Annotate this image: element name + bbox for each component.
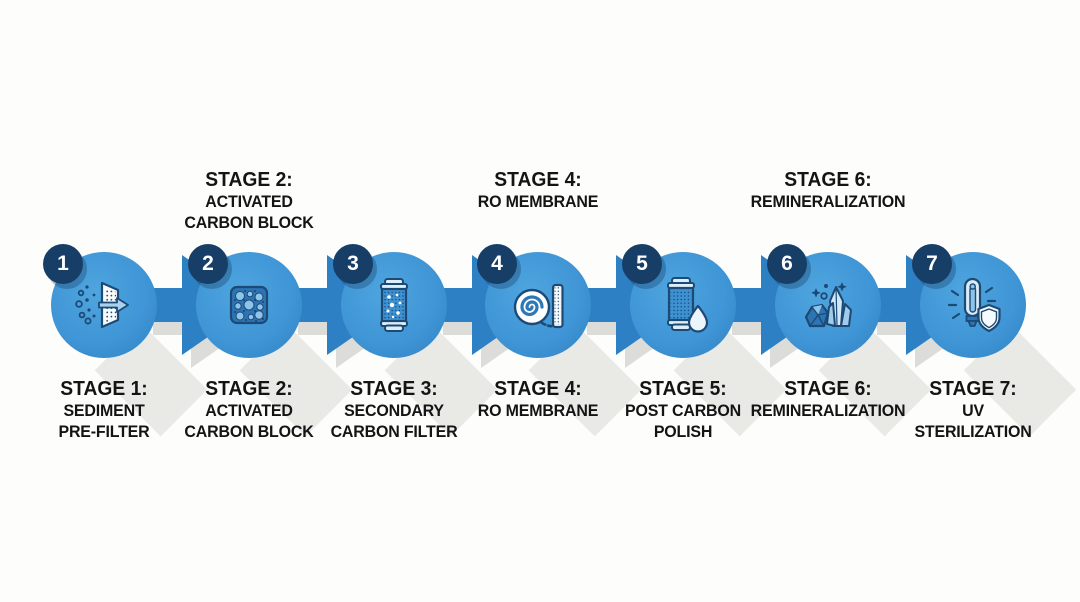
stage-subtitle: RO MEMBRANE (477, 401, 599, 420)
stage-2-circle (196, 252, 302, 358)
stage-number: 3 (347, 252, 359, 275)
activated-carbon-block-icon (229, 285, 269, 325)
stage-title: STAGE 2: (205, 377, 293, 400)
stage-number: 2 (202, 252, 214, 275)
ro-membrane-icon (513, 283, 564, 329)
stage-number: 5 (636, 252, 648, 275)
stage-title: STAGE 7: (929, 377, 1017, 400)
bottom-label-stage-5: STAGE 5: POST CARBON POLISH (589, 377, 777, 442)
stage-subtitle: RO MEMBRANE (477, 192, 599, 211)
stage-2-number-badge: 2 (188, 244, 228, 284)
stage-4-number-badge: 4 (477, 244, 517, 284)
stage-5-circle (630, 252, 736, 358)
top-label-stage-6: STAGE 6: REMINERALIZATION (725, 168, 932, 212)
stage-title: STAGE 4: (494, 168, 582, 191)
stage-subtitle: CARBON FILTER (330, 422, 458, 441)
remineralization-icon (804, 282, 852, 328)
top-label-stage-2: STAGE 2: ACTIVATED CARBON BLOCK (146, 168, 353, 233)
circle-shadow-streaks (94, 323, 1077, 437)
stage-number: 6 (781, 252, 793, 275)
stage-number: 1 (57, 252, 69, 275)
stage-title: STAGE 3: (350, 377, 438, 400)
stage-subtitle: POLISH (653, 422, 713, 441)
bottom-label-stage-7: STAGE 7: UV STERILIZATION (879, 377, 1067, 442)
stage-5-number-badge: 5 (622, 244, 662, 284)
bottom-label-stage-2: STAGE 2: ACTIVATED CARBON BLOCK (155, 377, 343, 442)
stage-title: STAGE 5: (639, 377, 727, 400)
stage-title: STAGE 1: (60, 377, 148, 400)
stage-subtitle: CARBON BLOCK (184, 422, 314, 441)
stage-subtitle: SECONDARY (344, 401, 444, 420)
bottom-label-stage-3: STAGE 3: SECONDARY CARBON FILTER (300, 377, 488, 442)
stage-number: 4 (491, 252, 503, 275)
bottom-label-stage-1: STAGE 1: SEDIMENT PRE-FILTER (10, 377, 198, 442)
uv-sterilization-icon (947, 277, 1001, 333)
stage-title: STAGE 6: (784, 377, 872, 400)
bottom-label-stage-6: STAGE 6: REMINERALIZATION (734, 377, 922, 421)
stage-title: STAGE 2: (205, 168, 293, 191)
stage-number: 7 (926, 252, 938, 275)
stage-subtitle: REMINERALIZATION (750, 401, 906, 420)
stage-subtitle: POST CARBON (624, 401, 742, 420)
sediment-prefilter-icon (75, 281, 129, 329)
bottom-label-stage-4: STAGE 4: RO MEMBRANE (444, 377, 632, 421)
stage-subtitle: PRE-FILTER (58, 422, 150, 441)
top-label-stage-4: STAGE 4: RO MEMBRANE (435, 168, 642, 212)
stage-title: STAGE 4: (494, 377, 582, 400)
post-carbon-polish-icon (667, 277, 709, 333)
stage-7-circle (920, 252, 1026, 358)
stage-subtitle: UV (962, 401, 984, 420)
stage-subtitle: CARBON BLOCK (184, 213, 314, 232)
stage-6-number-badge: 6 (767, 244, 807, 284)
stage-title: STAGE 6: (784, 168, 872, 191)
stage-7-number-badge: 7 (912, 244, 952, 284)
stage-subtitle: SEDIMENT (63, 401, 145, 420)
stage-subtitle: REMINERALIZATION (750, 192, 906, 211)
stage-subtitle: STERILIZATION (914, 422, 1032, 441)
stage-subtitle: ACTIVATED (205, 192, 293, 211)
secondary-carbon-filter-icon (380, 278, 408, 332)
stage-3-number-badge: 3 (333, 244, 373, 284)
stage-1-number-badge: 1 (43, 244, 83, 284)
stage-subtitle: ACTIVATED (205, 401, 293, 420)
stage-6-circle (775, 252, 881, 358)
